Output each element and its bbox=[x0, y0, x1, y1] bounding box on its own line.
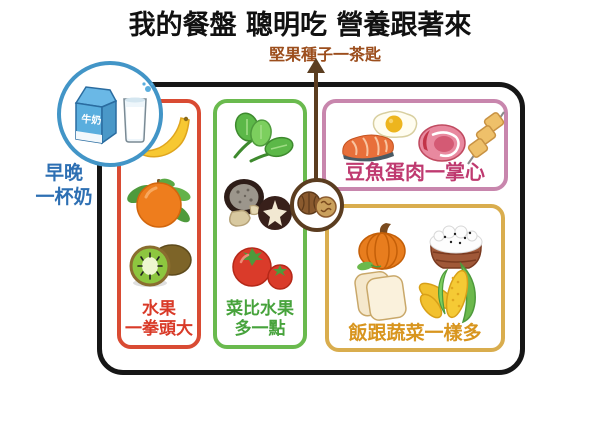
nuts-annotation-label: 堅果種子一茶匙 bbox=[268, 45, 381, 64]
bread-icon bbox=[351, 268, 409, 324]
grain-section: 飯跟蔬菜一樣多 bbox=[325, 204, 505, 352]
walnut-icon bbox=[297, 191, 337, 218]
rice-bowl-icon bbox=[425, 216, 487, 274]
nuts-circle bbox=[290, 178, 344, 232]
fried-egg-icon bbox=[366, 107, 422, 141]
milk-carton-icon: 牛奶 bbox=[74, 86, 118, 145]
fruit-label: 水果 一拳頭大 bbox=[125, 298, 193, 339]
corn-icon bbox=[417, 262, 483, 324]
orange-icon bbox=[125, 172, 193, 230]
vegetable-label: 菜比水果 多一點 bbox=[226, 298, 294, 339]
page-title: 我的餐盤 聰明吃 營養跟著來 bbox=[128, 10, 472, 41]
milk-label: 早晚 一杯奶 bbox=[35, 162, 93, 208]
vegetable-section: 菜比水果 多一點 bbox=[213, 99, 307, 349]
milk-circle: 牛奶 bbox=[57, 61, 163, 167]
kiwi-icon bbox=[126, 239, 192, 289]
protein-label: 豆魚蛋肉一掌心 bbox=[345, 160, 485, 184]
pumpkin-icon bbox=[353, 220, 411, 272]
mushrooms-icon bbox=[220, 176, 300, 234]
salmon-icon bbox=[338, 129, 398, 167]
protein-section: 豆魚蛋肉一掌心 bbox=[322, 99, 508, 191]
milk-carton-and-glass-icon: 牛奶 bbox=[74, 82, 154, 145]
leafy-greens-icon bbox=[221, 109, 299, 169]
svg-text:牛奶: 牛奶 bbox=[81, 112, 102, 127]
nuts-arrow-line bbox=[314, 71, 318, 183]
grain-label: 飯跟蔬菜一樣多 bbox=[348, 322, 482, 344]
tomatoes-icon bbox=[225, 240, 295, 292]
meat-icon bbox=[416, 121, 468, 165]
milk-glass-icon bbox=[123, 82, 154, 143]
tofu-skewer-icon bbox=[460, 109, 508, 167]
nuts-arrow-head-icon bbox=[307, 58, 325, 73]
